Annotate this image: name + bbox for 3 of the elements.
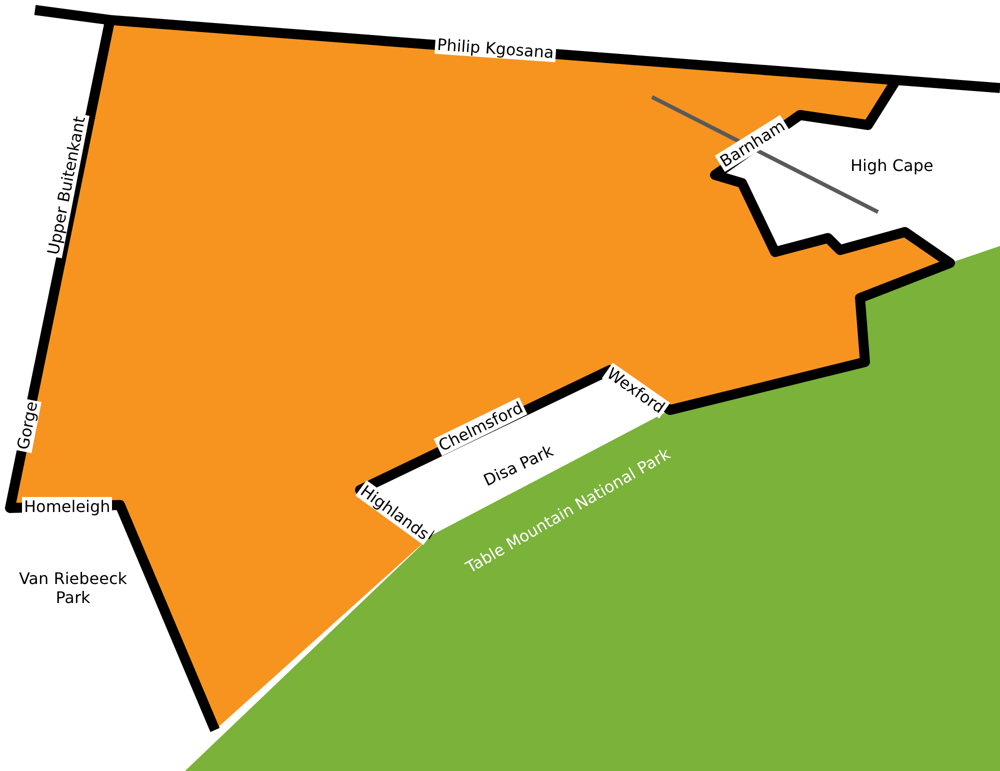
area-name: Van Riebeeck Park [18,569,128,607]
area-name: High Cape [850,156,934,174]
street-name: Homeleigh [22,496,112,516]
